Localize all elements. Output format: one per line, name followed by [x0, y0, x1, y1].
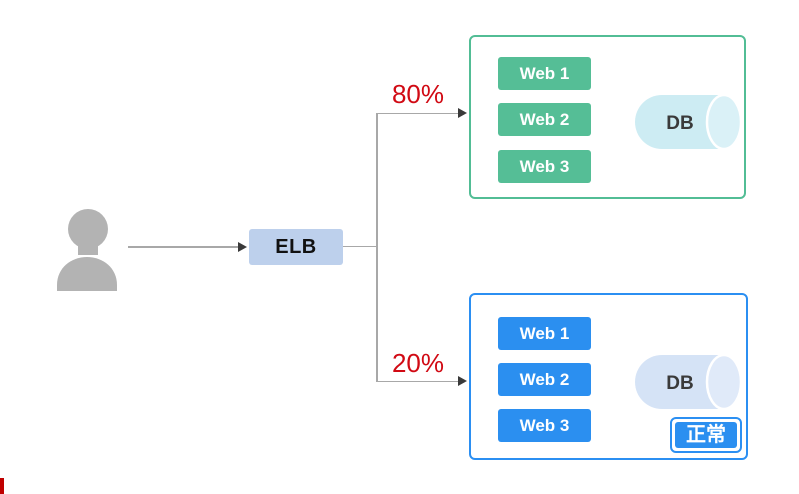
- percent-label-bottom: 20%: [391, 348, 445, 378]
- connector-elb-to-junction: [343, 245, 377, 247]
- arrowhead-into-elb-icon: [238, 242, 247, 252]
- status-badge: 正常: [670, 417, 742, 453]
- server-node-web2-blue: Web 2: [498, 363, 591, 396]
- server-node-web1-green: Web 1: [498, 57, 591, 90]
- corner-red-bar: [0, 478, 4, 494]
- arrowhead-into-green-cluster-icon: [458, 108, 467, 118]
- db-label-bottom: DB: [666, 373, 693, 394]
- server-node-web1-blue: Web 1: [498, 317, 591, 350]
- user-icon: [48, 207, 126, 291]
- connector-branch-top: [376, 112, 458, 114]
- connector-vertical-trunk: [376, 113, 378, 381]
- cluster-blue: Web 1 Web 2 Web 3 DB 正常: [469, 293, 748, 460]
- server-node-web3-green: Web 3: [498, 150, 591, 183]
- server-node-web2-green: Web 2: [498, 103, 591, 136]
- elb-label: ELB: [275, 235, 317, 258]
- status-badge-label: 正常: [675, 422, 737, 448]
- server-node-web3-blue: Web 3: [498, 409, 591, 442]
- connector-branch-bottom: [376, 380, 458, 382]
- db-label-top: DB: [666, 113, 693, 134]
- percent-label-top: 80%: [391, 79, 445, 109]
- database-icon: DB: [634, 94, 742, 150]
- connector-user-to-elb: [128, 246, 240, 248]
- elb-node: ELB: [249, 229, 343, 265]
- database-icon: DB: [634, 354, 742, 410]
- cluster-green: Web 1 Web 2 Web 3 DB: [469, 35, 746, 199]
- arrowhead-into-blue-cluster-icon: [458, 376, 467, 386]
